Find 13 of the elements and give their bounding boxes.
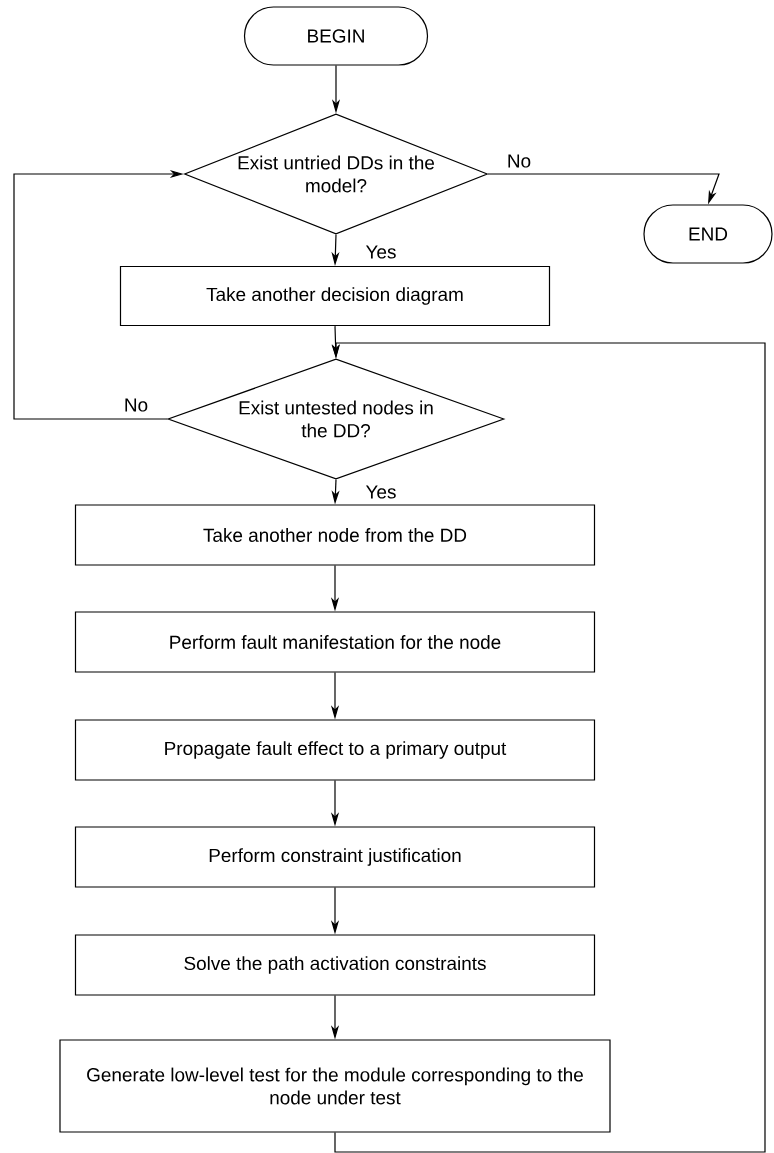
process-box: Take another decision diagram xyxy=(119,265,551,327)
edge-label: No xyxy=(505,153,533,169)
process-box: Propagate fault effect to a primary output xyxy=(74,719,596,781)
process-box: Perform constraint justification xyxy=(74,826,596,888)
edge-label: Yes xyxy=(364,484,398,500)
process-box: Generate low-level test for the module corresponding to the node under test xyxy=(59,1039,611,1133)
process-box: Perform fault manifestation for the node xyxy=(74,611,596,673)
process-box: Solve the path activation constraints xyxy=(74,934,596,996)
edge-label: Yes xyxy=(364,244,398,260)
edge-label: No xyxy=(122,397,150,413)
terminal-box: END xyxy=(643,204,773,264)
terminal-box: BEGIN xyxy=(243,6,429,66)
process-box: Take another node from the DD xyxy=(74,504,596,566)
